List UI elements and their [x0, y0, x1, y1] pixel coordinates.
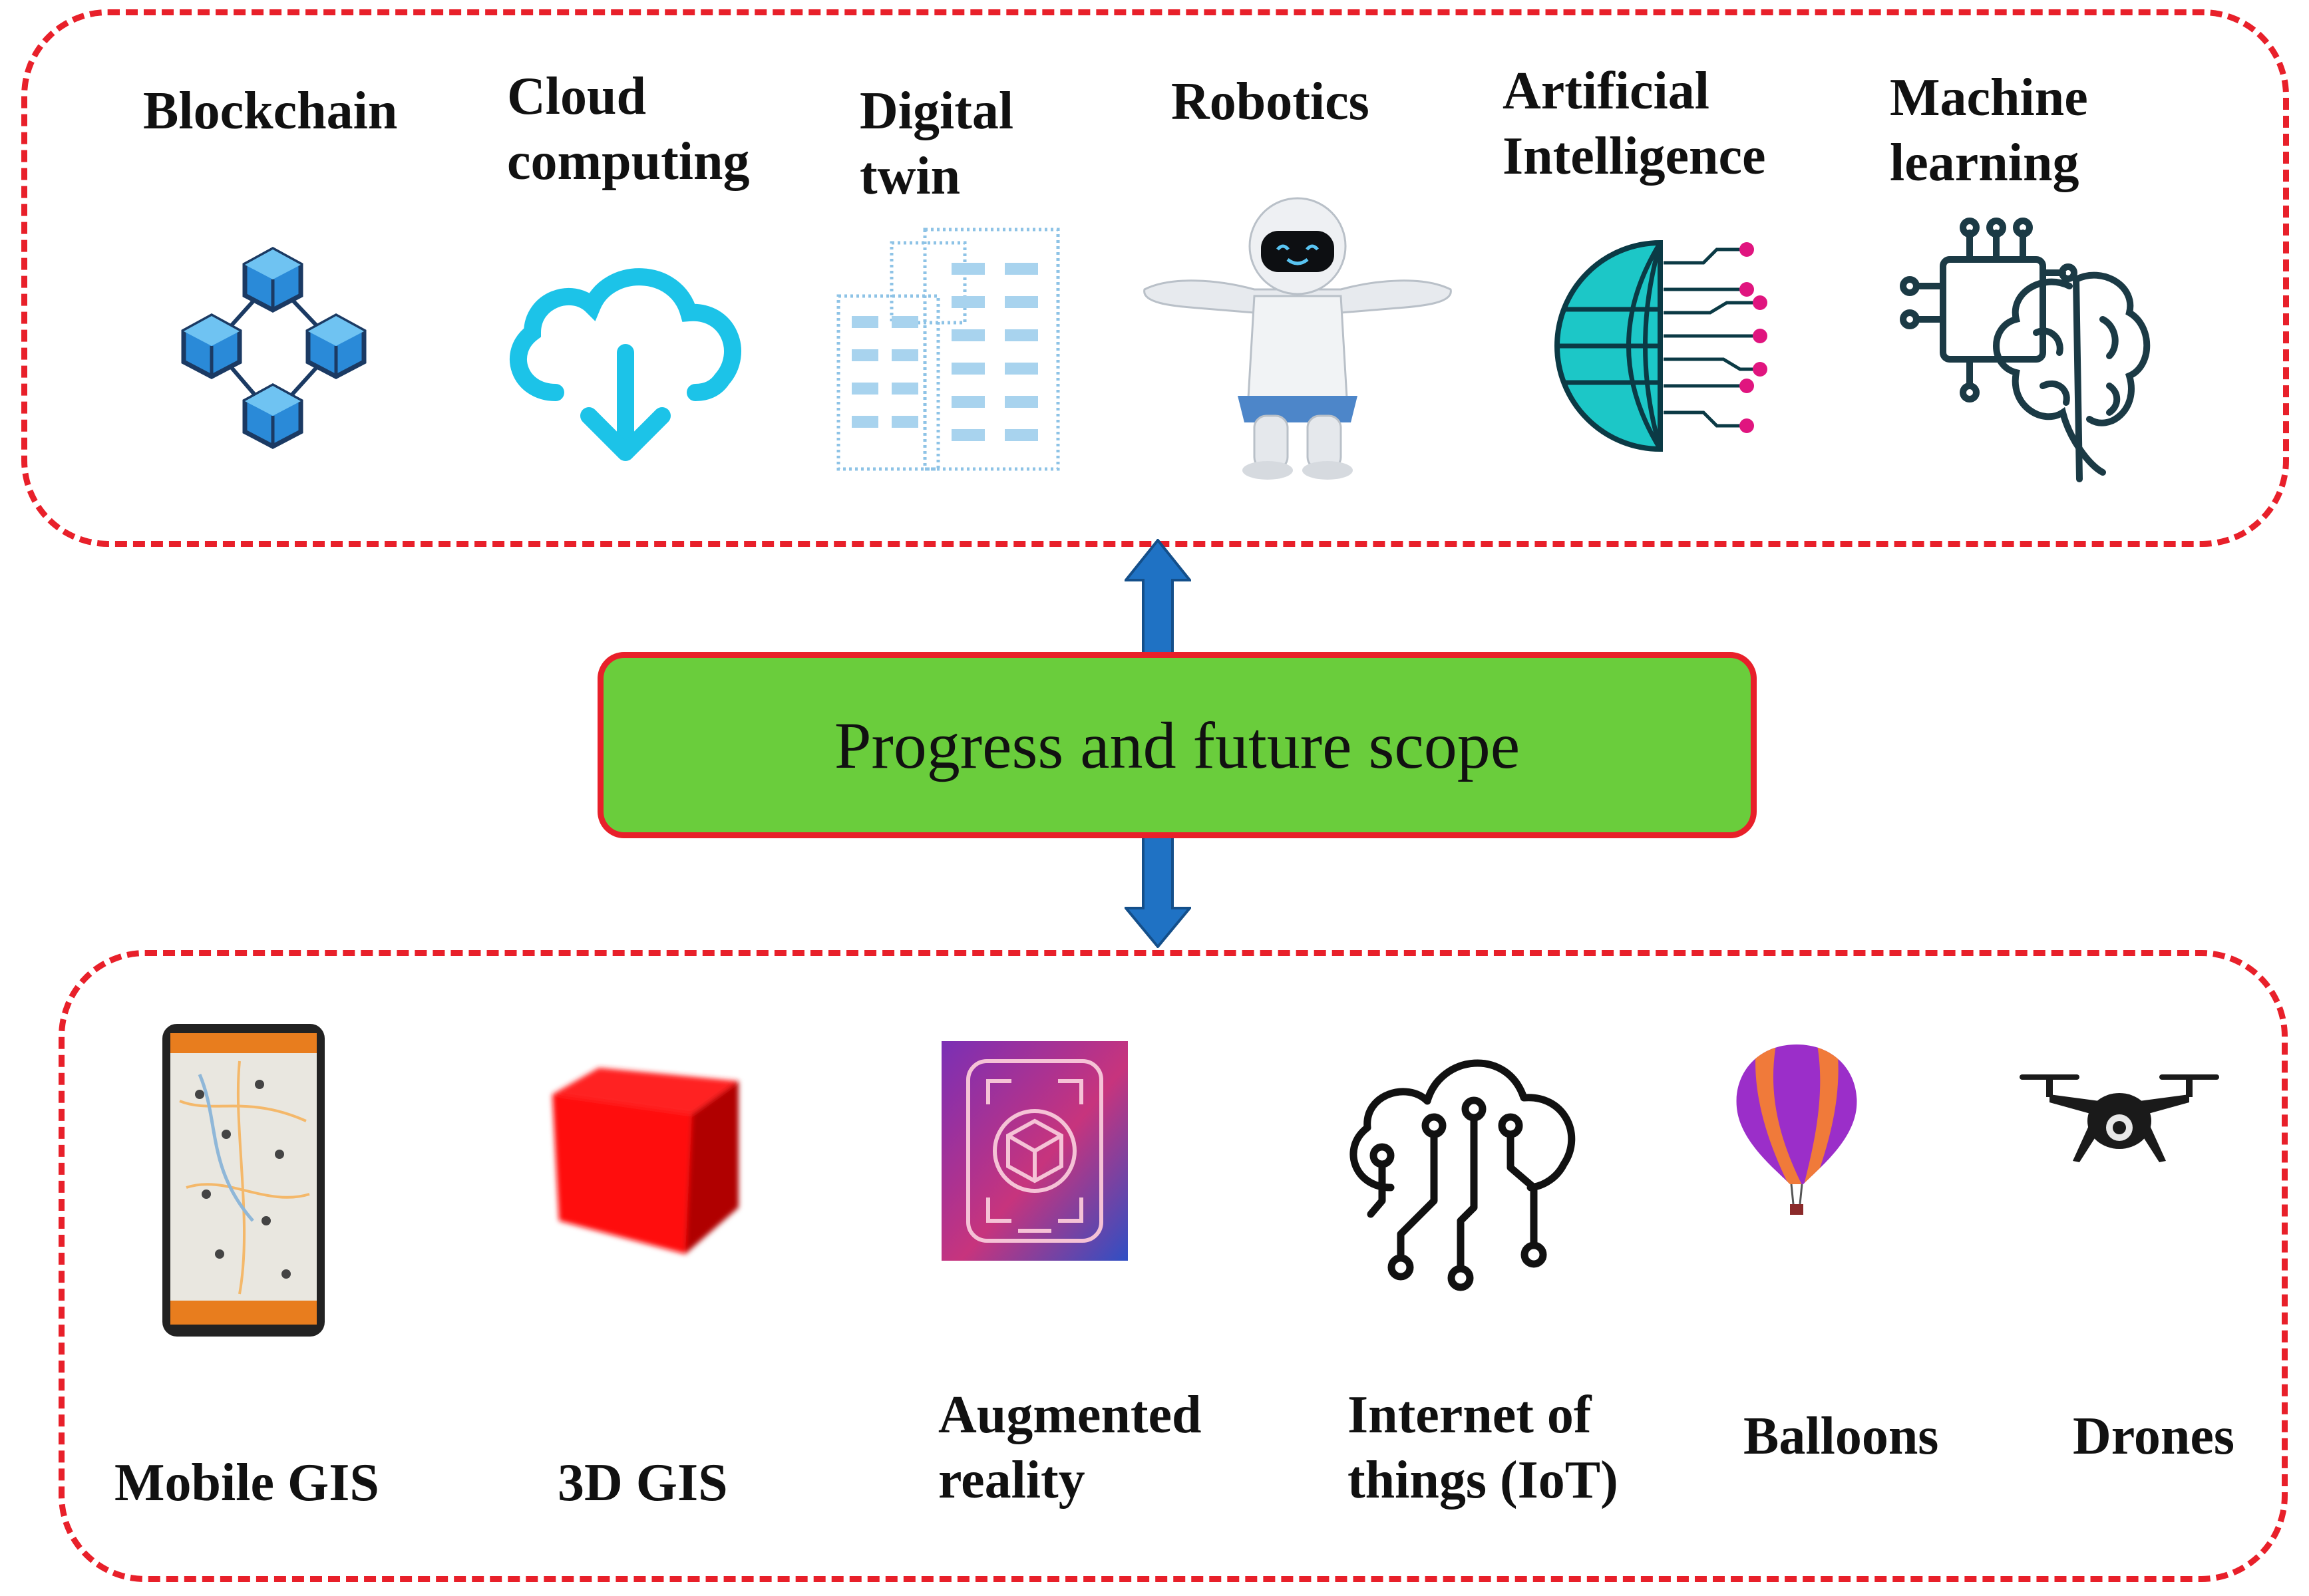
label-blockchain: Blockchain	[143, 82, 398, 140]
building-icon	[836, 228, 1060, 471]
center-title: Progress and future scope	[834, 708, 1520, 782]
cloud-download-icon	[510, 268, 741, 461]
blockchain-icon	[181, 247, 367, 449]
cloud-circuit-icon	[1349, 1059, 1576, 1291]
label-mobile-gis: Mobile GIS	[114, 1454, 379, 1512]
label-drones: Drones	[2073, 1407, 2234, 1466]
smartphone-map-icon	[162, 1024, 325, 1337]
chip-brain-icon	[1900, 218, 2151, 482]
up-arrow	[1125, 539, 1191, 659]
label-balloons: Balloons	[1743, 1407, 1939, 1466]
center-title-box: Progress and future scope	[598, 652, 1757, 838]
bottom-technologies-panel	[59, 950, 2288, 1582]
down-arrow	[1125, 835, 1191, 948]
label-3d-gis: 3D GIS	[558, 1454, 728, 1512]
ar-phone-icon	[942, 1041, 1128, 1261]
cube-icon	[552, 1068, 739, 1254]
drone-icon	[2020, 1074, 2219, 1162]
ai-globe-circuit-icon	[1554, 239, 1767, 452]
label-robotics: Robotics	[1171, 73, 1369, 131]
robot-icon	[1143, 197, 1452, 480]
hot-air-balloon-icon	[1736, 1044, 1857, 1215]
